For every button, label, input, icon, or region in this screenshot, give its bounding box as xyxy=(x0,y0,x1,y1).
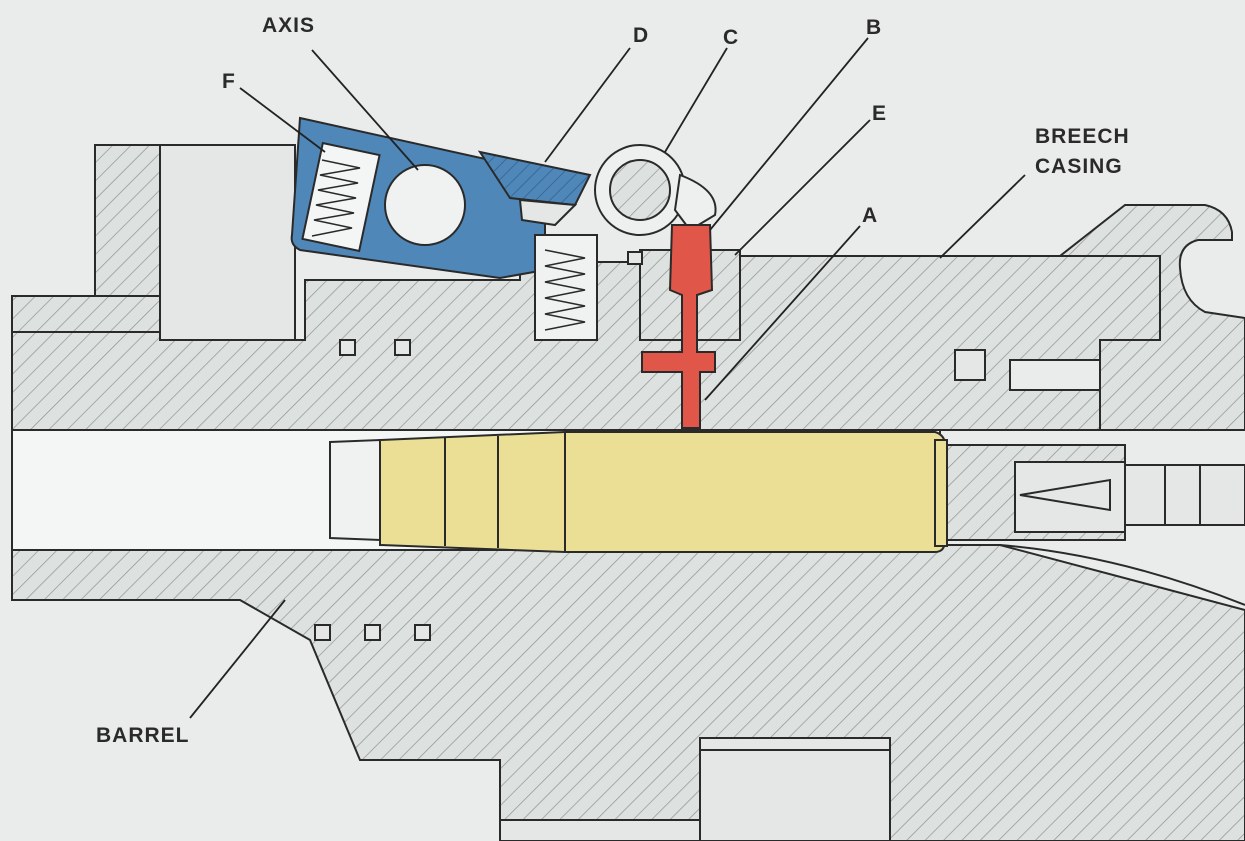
bolt-assembly xyxy=(944,444,1245,606)
label-axis: AXIS xyxy=(262,14,315,37)
breech-casing-body xyxy=(11,144,1245,431)
roller-c xyxy=(594,144,717,236)
return-spring-housing xyxy=(534,234,598,341)
cartridge xyxy=(329,431,948,553)
barrel-body xyxy=(11,544,1245,841)
label-a: A xyxy=(862,204,878,227)
label-breech-casing-line1: BREECH xyxy=(1035,125,1130,148)
label-e: E xyxy=(872,102,887,125)
label-barrel: BARREL xyxy=(96,724,190,747)
firing-pin-b xyxy=(641,224,716,429)
axis-pin xyxy=(384,164,466,246)
label-c: C xyxy=(723,26,739,49)
lower-recess xyxy=(699,737,891,841)
label-b: B xyxy=(866,16,882,39)
cartridge-case xyxy=(379,431,946,553)
labels: AXIS F D C B E A BREECH CASING BARREL xyxy=(96,14,1130,747)
label-breech-casing-line2: CASING xyxy=(1035,155,1123,178)
leader-lines xyxy=(189,37,1026,719)
bullet-tip xyxy=(329,438,381,542)
label-f: F xyxy=(222,70,236,93)
cartridge-rim xyxy=(934,439,948,547)
coil-spring-icon xyxy=(301,141,381,253)
label-d: D xyxy=(633,24,649,47)
